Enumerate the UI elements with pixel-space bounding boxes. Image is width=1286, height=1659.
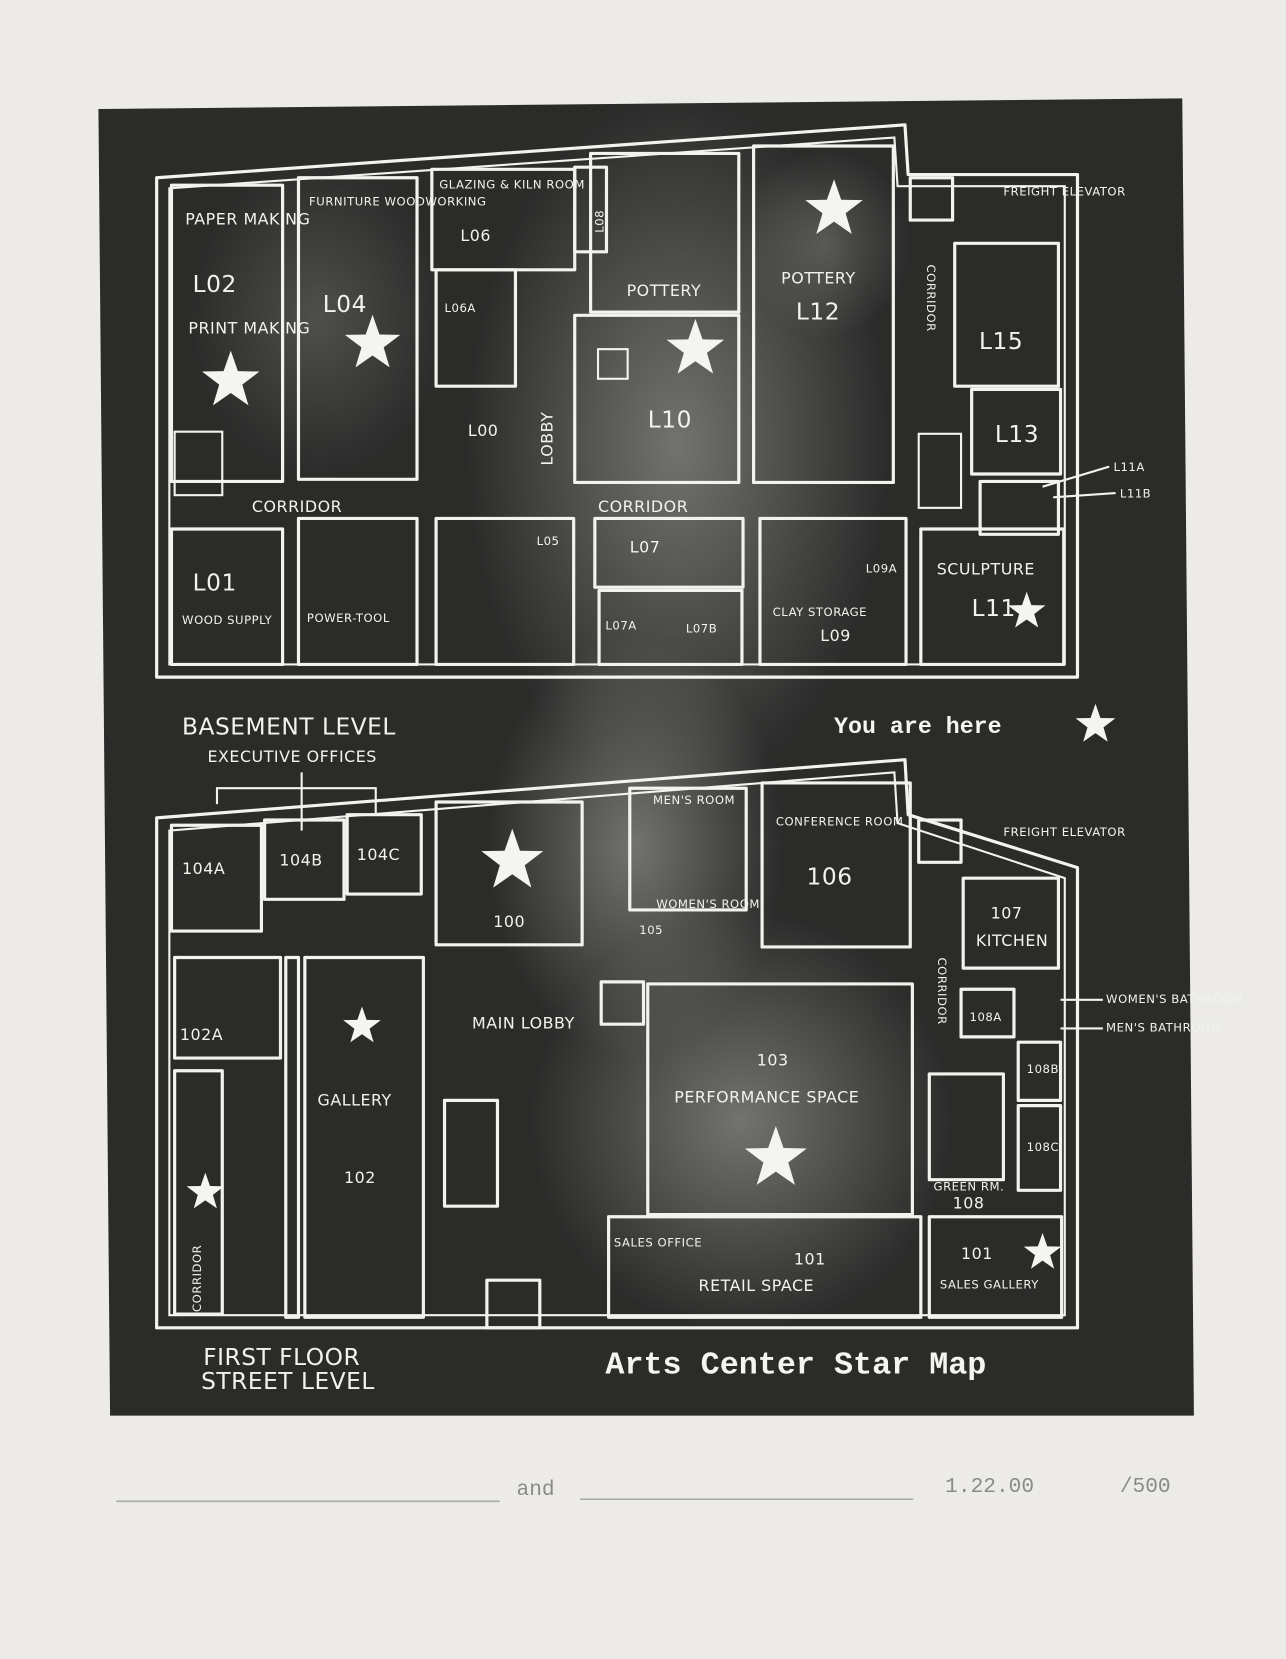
room-label: WOOD SUPPLY [182,613,273,627]
mens-bathroom-label: MEN'S BATHROOM [1106,1021,1221,1035]
first-floor-labels: 104A 104B 104C 100 MEN'S ROOM WOMEN'S RO… [180,793,1243,1395]
room-number: L13 [995,421,1039,448]
room-number: L08 [592,210,606,233]
room-number: L11B [1120,486,1151,500]
room-number: L02 [193,271,237,298]
room-number: L05 [537,534,560,548]
room-number: L00 [468,421,499,440]
room-label: POTTERY [781,269,856,288]
room-label: FURNITURE WOODWORKING [309,194,487,208]
room-number: 104C [357,845,400,864]
room-number: 106 [807,864,853,891]
basement-level-title: BASEMENT LEVEL [182,713,396,740]
room-label: GLAZING & KILN ROOM [439,177,585,191]
room-number: 107 [991,903,1023,922]
and-label: and [517,1478,555,1502]
room-label: SALES GALLERY [940,1278,1039,1292]
room-number: L15 [979,328,1023,355]
room-number: 100 [493,912,525,931]
you-are-here-label: You are here [834,714,1002,740]
map-title: Arts Center Star Map [605,1347,986,1383]
basement-labels: PAPER MAKING L02 PRINT MAKING FURNITURE … [182,177,1151,831]
street-level-label: STREET LEVEL [201,1368,375,1395]
room-label: PRINT MAKING [188,318,310,337]
room-label: PERFORMANCE SPACE [674,1087,859,1106]
executive-offices-label: EXECUTIVE OFFICES [207,747,376,766]
corridor-label: CORRIDOR [924,265,938,332]
room-label: LOBBY [538,412,557,466]
room-number: 108 [953,1193,985,1212]
room-number: 108A [970,1010,1002,1024]
room-label: PAPER MAKING [185,209,310,228]
print-date: 1.22.00 [945,1475,1034,1499]
room-label: MAIN LOBBY [472,1013,575,1032]
corridor-label: CORRIDOR [252,497,342,516]
room-label: GREEN RM. [934,1179,1005,1193]
corridor-label: CORRIDOR [190,1245,204,1312]
basement-floor-plan [155,123,1080,679]
room-number: L12 [796,299,840,326]
room-number: 108C [1027,1140,1059,1154]
room-label: KITCHEN [976,931,1048,950]
room-number: L01 [193,569,237,596]
room-number: 101 [961,1244,993,1263]
room-label: POTTERY [627,281,702,300]
room-label: RETAIL SPACE [699,1276,815,1295]
room-label: GALLERY [318,1091,392,1110]
room-number: 102 [344,1168,376,1187]
room-number: 108B [1027,1062,1059,1076]
room-number: L06 [460,226,491,245]
edition-number: /500 [1120,1475,1171,1499]
room-label: WOMEN'S ROOM [656,897,760,911]
first-floor-title: FIRST FLOOR [203,1344,360,1371]
print-footer: and 1.22.00 /500 [116,1475,1171,1503]
room-number: 104B [279,850,322,869]
room-number: L06A [445,301,476,315]
first-floor-plan [155,758,1080,1330]
corridor-label: CORRIDOR [935,958,949,1025]
room-number: L11A [1113,460,1144,474]
room-label: POWER-TOOL [307,611,390,625]
room-number: L10 [648,406,692,433]
room-number: 105 [639,923,663,937]
room-label: CONFERENCE ROOM [776,814,904,828]
room-number: L04 [323,291,367,318]
room-number: L09 [820,626,851,645]
room-number: 101 [794,1249,826,1268]
freight-elevator-label: FREIGHT ELEVATOR [1003,185,1125,199]
room-number: 104A [182,859,225,878]
room-label: MEN'S ROOM [653,793,735,807]
room-number: L11 [972,595,1016,622]
room-label: CLAY STORAGE [773,605,867,619]
freight-elevator-label: FREIGHT ELEVATOR [1003,825,1125,839]
room-number: 103 [757,1050,789,1069]
corridor-label: CORRIDOR [598,497,688,516]
room-label: SALES OFFICE [614,1235,702,1249]
room-number: 102A [180,1025,223,1044]
womens-bathroom-label: WOMEN'S BATHROOM [1106,992,1243,1006]
room-number: L07 [630,537,661,556]
room-number: L07A [605,619,636,633]
room-number: L07B [686,622,717,636]
room-number: L09A [866,561,897,575]
room-label: SCULPTURE [937,560,1035,579]
